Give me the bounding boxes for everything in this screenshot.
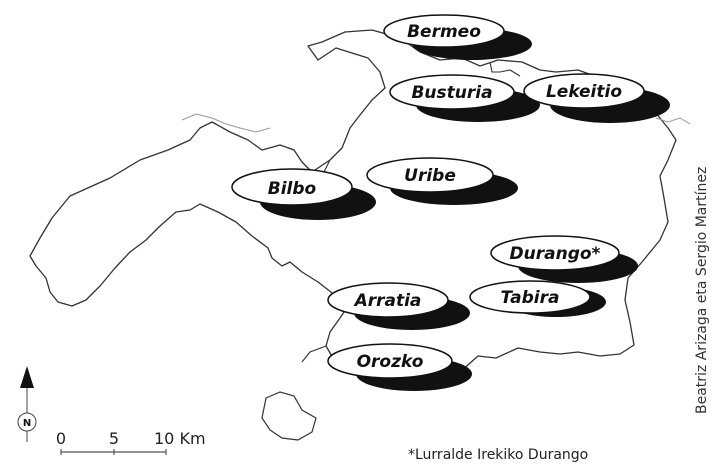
region-durango[interactable]: Durango*: [490, 235, 638, 283]
region-label: Bilbo: [268, 179, 317, 199]
region-arratia[interactable]: Arratia: [327, 282, 470, 330]
label-bubble: [383, 14, 505, 48]
label-bubble: [469, 280, 591, 314]
river-line-2: [655, 117, 691, 125]
label-bubble: [327, 282, 449, 318]
river-line: [181, 113, 271, 133]
scale-tick-0: 0: [56, 429, 66, 448]
label-bubble: [327, 343, 453, 379]
north-arrow: N: [17, 366, 37, 442]
region-busturia[interactable]: Busturia: [389, 74, 540, 122]
internal-border-south: [301, 345, 327, 363]
label-bubble: [389, 74, 515, 110]
region-bilbo[interactable]: Bilbo: [231, 168, 376, 220]
footnote: *Lurralde Irekiko Durango: [408, 447, 588, 463]
label-bubble: [366, 157, 494, 193]
region-label: Bermeo: [407, 22, 481, 42]
label-bubble: [523, 73, 645, 109]
region-label: Durango*: [510, 244, 601, 264]
credit: Beatriz Arizaga eta Sergio Martínez: [694, 167, 710, 414]
enclave-outline: [261, 391, 317, 441]
region-label: Orozko: [357, 352, 424, 372]
scale-bar: 0 5 10 Km: [56, 429, 206, 455]
north-arrow-icon: [20, 366, 34, 388]
north-letter: N: [23, 418, 31, 429]
region-label: Lekeitio: [546, 82, 622, 102]
region-bermeo[interactable]: Bermeo: [383, 14, 532, 60]
region-tabira[interactable]: Tabira: [469, 280, 606, 317]
scale-tick-5: 5: [109, 429, 119, 448]
internal-border-east: [489, 61, 521, 77]
label-bubble: [490, 235, 620, 271]
province-outline: [29, 29, 677, 385]
scale-tick-10: 10 Km: [154, 429, 206, 448]
north-arrow-circle: [17, 412, 37, 432]
region-uribe[interactable]: Uribe: [366, 157, 518, 205]
region-label: Arratia: [353, 291, 422, 311]
region-label: Busturia: [411, 83, 492, 103]
region-label: Uribe: [404, 166, 456, 186]
region-lekeitio[interactable]: Lekeitio: [523, 73, 670, 123]
region-orozko[interactable]: Orozko: [327, 343, 472, 391]
label-bubble: [231, 168, 353, 206]
region-label: Tabira: [501, 288, 560, 308]
